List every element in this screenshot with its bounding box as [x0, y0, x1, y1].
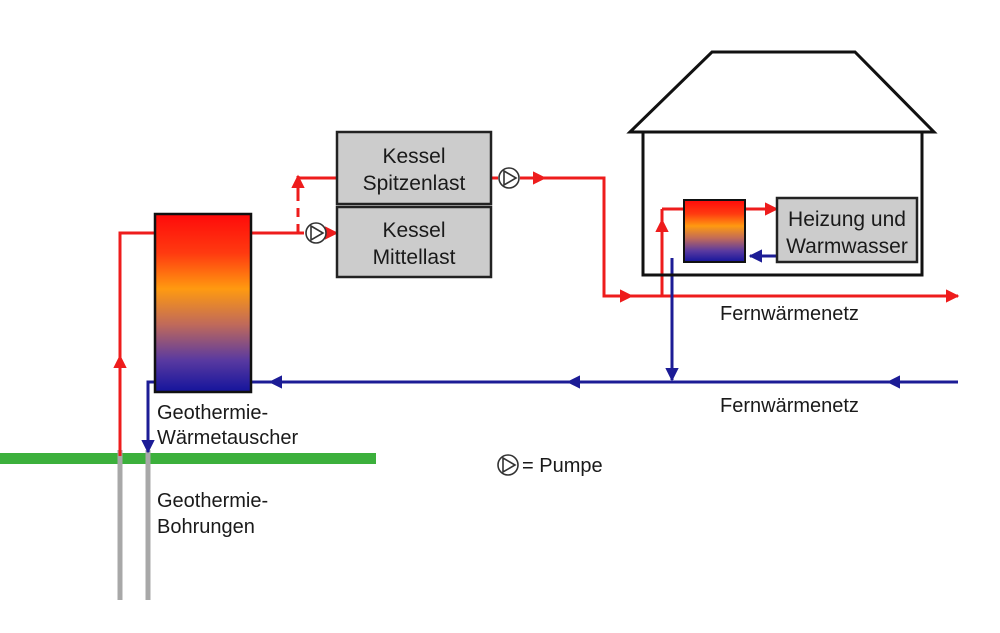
- boreholes-label-2: Bohrungen: [157, 516, 255, 538]
- boiler-spitzenlast: Kessel Spitzenlast: [335, 130, 493, 206]
- heat-exchanger-label-1: Geothermie-: [157, 402, 268, 424]
- pump-legend-label: = Pumpe: [522, 455, 603, 477]
- pump-icon: [498, 167, 520, 189]
- heating-hot-water-box: Heizung und Warmwasser: [775, 196, 919, 264]
- boiler-spitzenlast-label-1: Kessel: [382, 145, 445, 168]
- pump-icon: [305, 222, 327, 244]
- district-heating-supply-label: Fernwärmenetz: [720, 303, 859, 325]
- pump-legend-icon: [497, 454, 519, 476]
- ground-line: [0, 453, 376, 464]
- heat-exchanger-label-2: Wärmetauscher: [157, 427, 298, 449]
- boiler-mittellast-label-1: Kessel: [382, 219, 445, 242]
- boiler-mittellast-label-2: Mittellast: [373, 246, 456, 269]
- house-heat-exchanger: [683, 199, 746, 263]
- heating-label-1: Heizung und: [788, 208, 906, 231]
- boreholes-label-1: Geothermie-: [157, 490, 268, 512]
- boiler-spitzenlast-label-2: Spitzenlast: [363, 172, 466, 195]
- borehole-pipes: [117, 450, 151, 600]
- boiler-mittellast: Kessel Mittellast: [335, 205, 493, 279]
- district-heating-return-label: Fernwärmenetz: [720, 395, 859, 417]
- supply-lines: [113, 171, 960, 456]
- geothermal-heat-exchanger: [153, 212, 253, 394]
- heating-label-2: Warmwasser: [786, 235, 908, 258]
- return-lines: [141, 249, 958, 454]
- house: [626, 50, 938, 277]
